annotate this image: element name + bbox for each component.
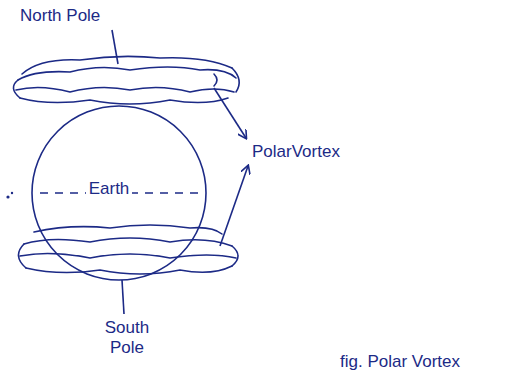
north-pole-leader: [112, 30, 118, 64]
north-vortex-band: [13, 56, 239, 104]
earth-circle-outline: [32, 106, 206, 280]
figure-caption: fig. Polar Vortex: [340, 352, 460, 372]
earth-circle: Earth: [30, 104, 208, 282]
annotation-label: PolarVortex: [252, 142, 340, 162]
dot: [11, 192, 13, 194]
arrow: [220, 166, 248, 246]
south-pole-leader: [122, 280, 124, 314]
annotation-label: South Pole: [102, 318, 152, 359]
annotation-label: North Pole: [20, 6, 100, 26]
dot: [6, 195, 9, 198]
arrow: [214, 88, 246, 138]
south-vortex-band: [18, 225, 238, 274]
node-label: Earth: [86, 179, 133, 199]
